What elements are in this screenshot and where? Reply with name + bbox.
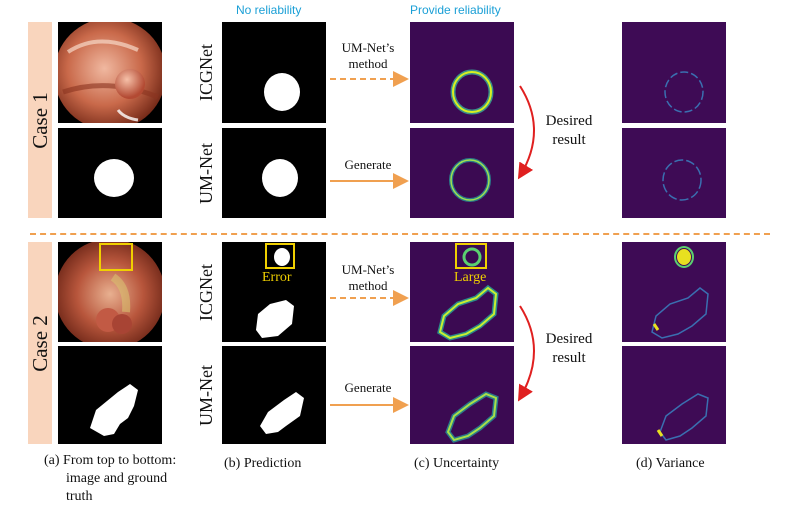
generate-label-case1: Generate [344,157,392,172]
generate-label-case2: Generate [344,380,392,395]
desired-case2-line2: result [552,350,586,366]
prediction-umnet-case1 [222,128,326,218]
method-label-case2-line2: method [348,278,388,293]
header-no-reliability: No reliability [236,3,302,17]
desired-case1-line2: result [552,132,586,148]
case1-endoscopy-image [58,22,162,123]
case1-band [28,22,52,218]
case2-band [28,242,52,444]
caption-c: (c) Uncertainty [414,456,500,471]
desired-arrow-case1 [517,85,535,180]
uncertainty-umnet-case2 [410,346,514,444]
header-provide-reliability: Provide reliability [410,3,501,17]
desired-case1-line1: Desired [545,113,593,129]
desired-arrow-case2 [517,305,535,402]
row-label-icgnet-case1: ICGNet [195,44,216,101]
variance-icgnet-case2 [622,242,726,342]
row-label-umnet-case2: UM-Net [195,364,216,426]
row-label-icgnet-case2: ICGNet [195,263,216,321]
method-label-case1-line2: method [348,56,388,71]
caption-a-line1: (a) From top to bottom: [44,453,177,468]
caption-a: (a) From top to bottom: image and ground… [44,452,194,506]
uncertainty-icgnet-case1 [410,22,514,123]
prediction-icgnet-case2 [222,242,326,342]
case2-ground-truth [58,346,162,444]
variance-umnet-case1 [622,128,726,218]
method-label-case1-line1: UM-Net’s [341,40,395,55]
case1-ground-truth [58,128,162,218]
caption-b: (b) Prediction [224,456,302,471]
method-label-case2-line1: UM-Net’s [341,262,395,277]
variance-umnet-case2 [622,346,726,444]
method-label-case1: UM-Net’s method [328,40,408,72]
method-label-case2: UM-Net’s method [328,262,408,294]
uncertainty-icgnet-case2 [410,242,514,342]
row-label-umnet-case1: UM-Net [195,142,216,204]
desired-result-case1: Desired result [534,112,604,150]
prediction-umnet-case2 [222,346,326,444]
caption-d: (d) Variance [636,456,705,471]
prediction-icgnet-case1 [222,22,326,123]
annotation-large: Large [454,270,487,285]
uncertainty-umnet-case1 [410,128,514,218]
case2-endoscopy-image [58,242,162,342]
case-separator [30,233,770,235]
annotation-error: Error [262,270,292,285]
desired-case2-line1: Desired [545,331,593,347]
case2-label: Case 2 [27,314,52,372]
variance-icgnet-case1 [622,22,726,123]
desired-result-case2: Desired result [534,330,604,368]
caption-a-line2: image and ground truth [66,471,168,504]
case1-label: Case 1 [27,91,52,149]
